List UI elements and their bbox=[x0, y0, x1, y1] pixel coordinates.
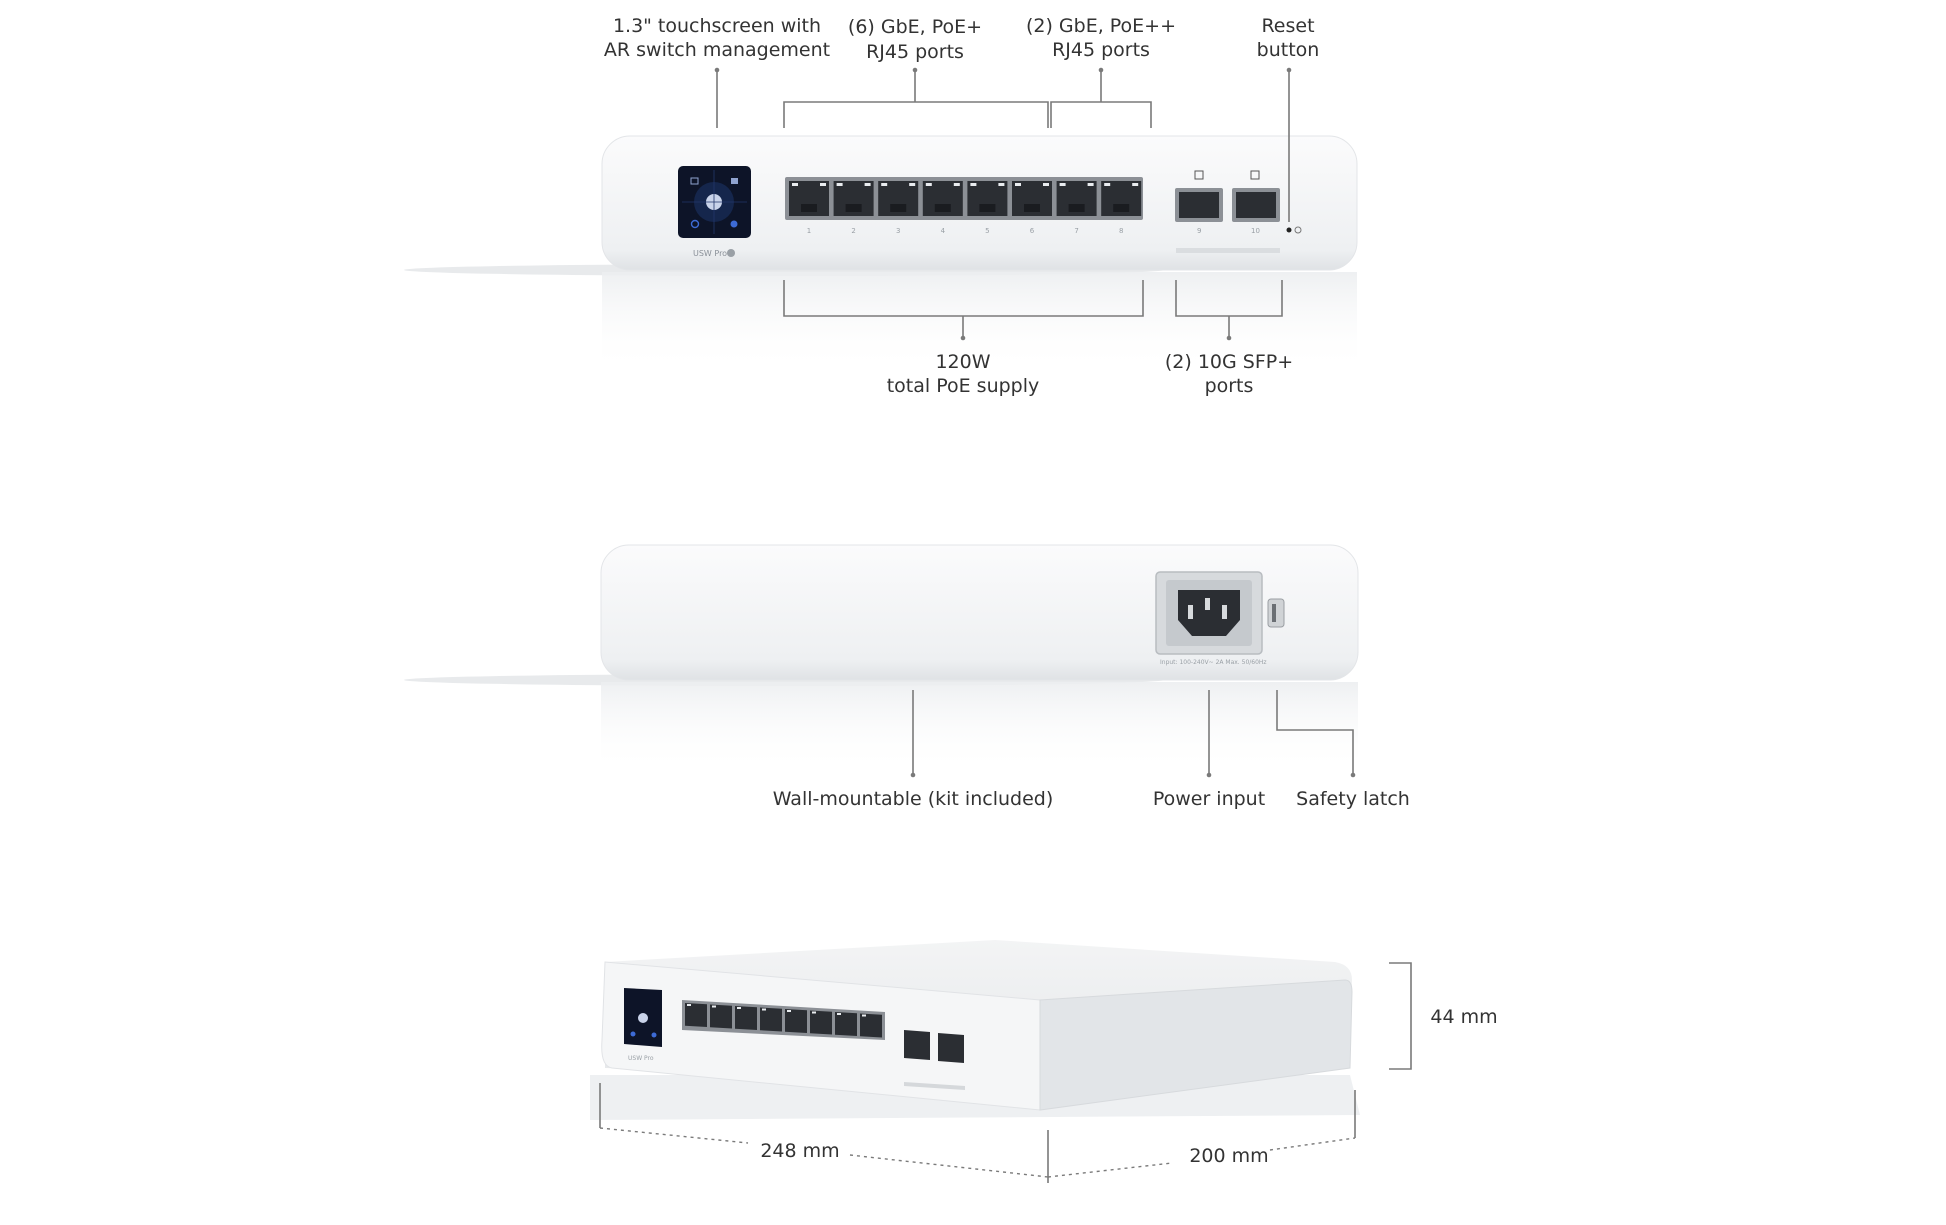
back-view: Input: 100-240V~ 2A Max. 50/60Hz Wall-mo… bbox=[404, 544, 1410, 810]
height-dimension-label: 44 mm bbox=[1430, 1006, 1497, 1028]
model-label: USW Pro bbox=[693, 249, 727, 258]
sfp-label-line2: ports bbox=[1205, 375, 1254, 397]
perspective-port-led bbox=[712, 1005, 716, 1008]
perspective-rj45-port-3 bbox=[735, 1006, 757, 1030]
perspective-view: USW Pro 44 mm 248 mm 200 mm bbox=[590, 940, 1498, 1183]
perspective-rj45-port-5 bbox=[785, 1009, 807, 1033]
perspective-rj45-port-6 bbox=[810, 1010, 832, 1035]
front-view: USW Pro 1 2 3 4 5 6 7 8 9 10 bbox=[404, 15, 1358, 397]
port-number-4: 4 bbox=[941, 227, 946, 235]
perspective-port-led bbox=[687, 1004, 691, 1006]
touchscreen-label-line1: 1.3" touchscreen with bbox=[613, 15, 821, 37]
rj45-port-8 bbox=[1101, 181, 1142, 216]
port-number-1: 1 bbox=[807, 227, 811, 235]
front-reflection bbox=[602, 272, 1357, 372]
port-number-8: 8 bbox=[1119, 227, 1123, 235]
perspective-sfp-port-9 bbox=[904, 1030, 930, 1060]
sfp-port-10 bbox=[1232, 170, 1280, 222]
unifi-logo-icon bbox=[727, 249, 735, 257]
rj45-port-block bbox=[785, 177, 1143, 220]
safety-latch bbox=[1267, 598, 1285, 628]
perspective-port-led bbox=[762, 1008, 766, 1011]
wall-mount-label: Wall-mountable (kit included) bbox=[773, 788, 1054, 810]
perspective-port-led bbox=[862, 1014, 866, 1017]
rj45-port-5 bbox=[967, 181, 1008, 216]
touchscreen bbox=[678, 166, 751, 238]
perspective-rj45-port-1 bbox=[685, 1003, 707, 1027]
perspective-port-led bbox=[787, 1010, 791, 1012]
poe-plusplus-label-line2: RJ45 ports bbox=[1052, 39, 1150, 61]
perspective-touchscreen bbox=[624, 988, 662, 1047]
depth-dimension-label: 200 mm bbox=[1189, 1145, 1268, 1167]
perspective-rj45-block bbox=[682, 1000, 885, 1040]
perspective-port-led bbox=[837, 1013, 841, 1015]
perspective-sfp-port-10 bbox=[938, 1033, 964, 1063]
perspective-rj45-port-7 bbox=[835, 1012, 857, 1036]
rj45-port-6 bbox=[1012, 181, 1052, 216]
port-number-7: 7 bbox=[1074, 227, 1078, 235]
perspective-rj45-port-8 bbox=[860, 1013, 882, 1038]
poe-supply-label-line2: total PoE supply bbox=[887, 375, 1040, 397]
perspective-model-label: USW Pro bbox=[628, 1055, 654, 1062]
perspective-side-face bbox=[1039, 979, 1353, 1111]
back-reflection bbox=[601, 682, 1358, 772]
reset-button bbox=[1286, 227, 1292, 233]
power-rating-text: Input: 100-240V~ 2A Max. 50/60Hz bbox=[1160, 659, 1267, 666]
rj45-ports: 1 2 3 4 5 6 7 8 bbox=[789, 181, 1142, 235]
sfp-number-9: 9 bbox=[1197, 227, 1201, 235]
port-number-3: 3 bbox=[896, 227, 900, 235]
rj45-port-4 bbox=[922, 181, 963, 216]
reset-icon bbox=[1294, 226, 1302, 234]
rj45-port-3 bbox=[878, 181, 919, 216]
poe-plus-label-line2: RJ45 ports bbox=[866, 41, 964, 63]
touchscreen-label-line2: AR switch management bbox=[604, 39, 830, 61]
sfp-port-9 bbox=[1175, 170, 1223, 222]
sfp-label-line1: (2) 10G SFP+ bbox=[1165, 351, 1293, 373]
perspective-rj45-ports bbox=[685, 1003, 882, 1038]
perspective-port-led bbox=[737, 1007, 741, 1009]
perspective-rj45-port-4 bbox=[760, 1007, 782, 1032]
sfp-number-10: 10 bbox=[1251, 227, 1260, 235]
rj45-port-1 bbox=[789, 181, 829, 216]
reset-label-line1: Reset bbox=[1261, 15, 1314, 37]
port-number-5: 5 bbox=[985, 227, 989, 235]
power-inlet bbox=[1155, 571, 1263, 655]
sfp-label-strip bbox=[1176, 248, 1280, 253]
power-input-label: Power input bbox=[1153, 788, 1265, 810]
perspective-rj45-port-2 bbox=[710, 1004, 732, 1029]
perspective-sfp-label-strip bbox=[904, 1082, 965, 1090]
poe-plus-label-line1: (6) GbE, PoE+ bbox=[848, 16, 982, 38]
poe-plusplus-label-line1: (2) GbE, PoE++ bbox=[1026, 15, 1176, 37]
port-number-2: 2 bbox=[851, 227, 855, 235]
width-dimension-label: 248 mm bbox=[760, 1140, 839, 1162]
rj45-port-7 bbox=[1056, 181, 1097, 216]
reset-label-line2: button bbox=[1257, 39, 1320, 61]
safety-latch-label: Safety latch bbox=[1296, 788, 1410, 810]
rj45-port-2 bbox=[833, 181, 874, 216]
port-number-6: 6 bbox=[1030, 227, 1035, 235]
perspective-port-led bbox=[812, 1011, 816, 1014]
poe-supply-label-line1: 120W bbox=[935, 351, 990, 373]
